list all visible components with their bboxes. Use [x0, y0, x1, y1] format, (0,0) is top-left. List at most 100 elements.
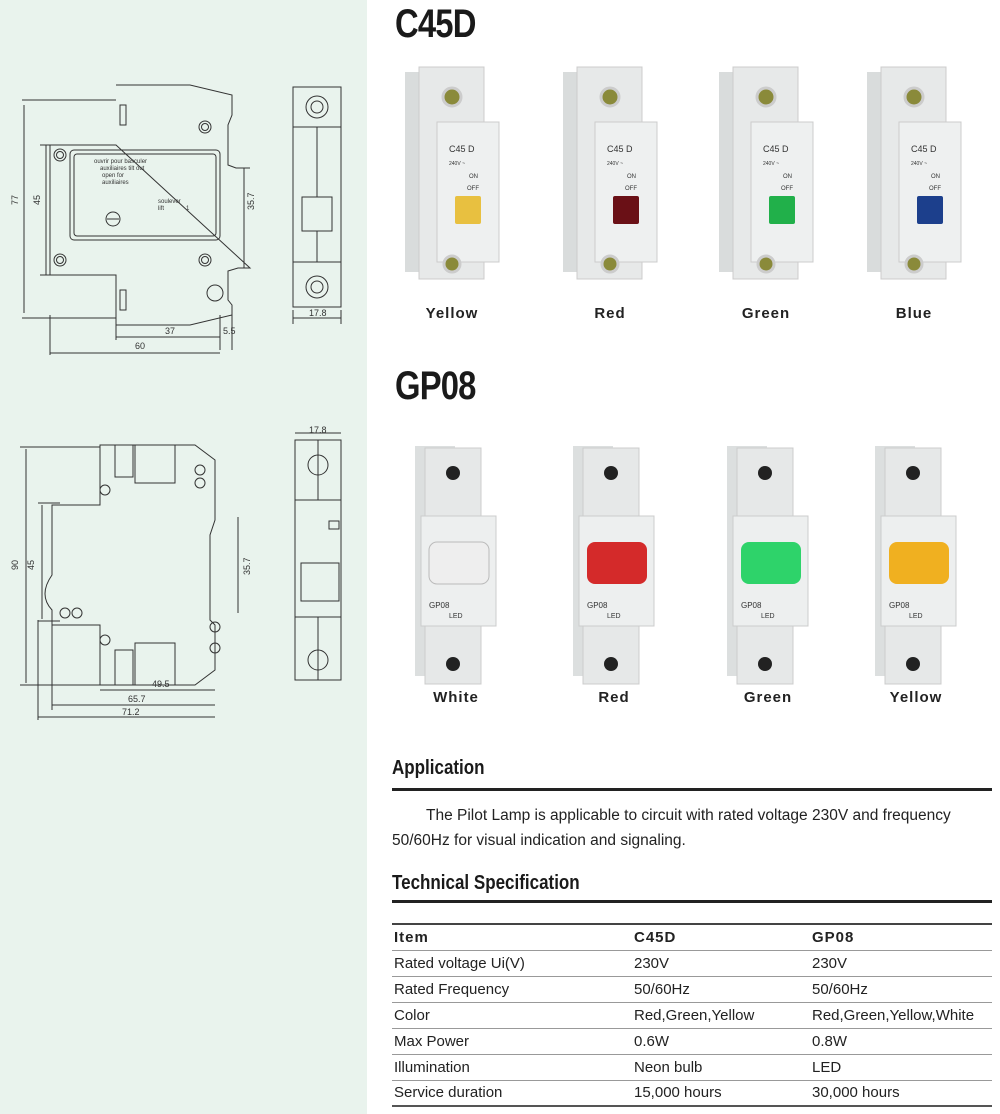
- product-label: Blue: [895, 305, 933, 322]
- spec-gp08-value: 50/60Hz: [810, 976, 992, 1003]
- model-title-gp08: GP08: [395, 364, 476, 408]
- product-c45d-blue: C45 D 240V ~ ON OFF Blue: [859, 62, 969, 322]
- product-c45d-green: C45 D 240V ~ ON OFF Green: [711, 62, 821, 322]
- spec-item: Max Power: [392, 1028, 632, 1055]
- spec-c45d-value: Neon bulb: [632, 1054, 810, 1081]
- table-row: Max Power 0.6W 0.8W: [392, 1028, 992, 1055]
- product-label: Green: [741, 305, 791, 322]
- svg-text:35.7: 35.7: [246, 192, 256, 210]
- product-label: Yellow: [425, 305, 479, 322]
- gp08-front-drawing: 90 45 35.7 49.5 65.7 71.2: [10, 435, 260, 725]
- svg-text:GP08: GP08: [587, 601, 608, 610]
- c45d-yellow-image: C45 D 240V ~ ON OFF: [405, 66, 500, 280]
- svg-text:OFF: OFF: [625, 186, 637, 192]
- spec-divider: [392, 900, 992, 903]
- svg-text:240V ~: 240V ~: [607, 161, 623, 167]
- gp08-red-image: GP08 LED: [573, 446, 655, 685]
- svg-text:71.2: 71.2: [122, 707, 140, 717]
- column-header: C45D: [632, 923, 810, 951]
- model-title-c45d: C45D: [395, 2, 476, 46]
- dimension-drawings-panel: 77 45 35.7 37 5.5 60 ouvrir pour bascule…: [0, 0, 367, 1114]
- gp08-green-image: GP08 LED: [727, 446, 809, 685]
- svg-text:17.8: 17.8: [309, 308, 327, 318]
- c45d-green-image: C45 D 240V ~ ON OFF: [719, 66, 814, 280]
- product-c45d-yellow: C45 D 240V ~ ON OFF Yellow: [397, 62, 507, 322]
- svg-text:ON: ON: [931, 174, 940, 180]
- svg-text:45: 45: [26, 560, 36, 570]
- spec-header-row: Item C45D GP08: [392, 923, 992, 951]
- product-c45d-red: C45 D 240V ~ ON OFF Red: [555, 62, 665, 322]
- svg-text:65.7: 65.7: [128, 694, 146, 704]
- spec-c45d-value: 50/60Hz: [632, 976, 810, 1003]
- c45d-blue-image: C45 D 240V ~ ON OFF: [867, 66, 962, 280]
- application-text-body: The Pilot Lamp is applicable to circuit …: [392, 807, 951, 849]
- svg-text:ON: ON: [783, 174, 792, 180]
- svg-text:GP08: GP08: [741, 601, 762, 610]
- svg-text:OFF: OFF: [467, 186, 479, 192]
- svg-text:240V ~: 240V ~: [911, 161, 927, 167]
- spec-item: Service duration: [392, 1080, 632, 1107]
- svg-text:GP08: GP08: [429, 601, 450, 610]
- product-label: Yellow: [889, 689, 943, 706]
- c45d-red-image: C45 D 240V ~ ON OFF: [563, 66, 658, 280]
- svg-text:C45 D: C45 D: [607, 144, 633, 154]
- svg-text:open for: open for: [102, 173, 124, 179]
- svg-text:auxiliaires: auxiliaires: [102, 180, 129, 186]
- spec-gp08-value: Red,Green,Yellow,White: [810, 1002, 992, 1029]
- svg-text:soulever: soulever: [158, 199, 181, 205]
- svg-text:90: 90: [10, 560, 20, 570]
- spec-gp08-value: 230V: [810, 950, 992, 977]
- application-heading: Application: [392, 757, 485, 779]
- svg-text:5.5: 5.5: [223, 326, 236, 336]
- product-label: Red: [594, 305, 626, 322]
- gp08-white-image: GP08 LED: [415, 446, 497, 685]
- spec-c45d-value: Red,Green,Yellow: [632, 1002, 810, 1029]
- product-label: Green: [743, 689, 793, 706]
- product-gp08-red: GP08 LED Red: [559, 446, 669, 706]
- svg-text:LED: LED: [449, 613, 463, 620]
- svg-text:C45 D: C45 D: [449, 144, 475, 154]
- table-row: Color Red,Green,Yellow Red,Green,Yellow,…: [392, 1002, 992, 1029]
- c45d-front-drawing: 77 45 35.7 37 5.5 60 ouvrir pour bascule…: [10, 75, 260, 355]
- svg-text:ON: ON: [469, 174, 478, 180]
- table-row: Illumination Neon bulb LED: [392, 1054, 992, 1081]
- gp08-yellow-image: GP08 LED: [875, 446, 957, 685]
- svg-text:LED: LED: [761, 613, 775, 620]
- product-label: White: [433, 689, 479, 706]
- spec-c45d-value: 0.6W: [632, 1028, 810, 1055]
- spec-table: Item C45D GP08 Rated voltage Ui(V) 230V …: [392, 923, 992, 1107]
- product-gp08-green: GP08 LED Green: [713, 446, 823, 706]
- c45d-product-row: C45 D 240V ~ ON OFF Yellow C45 D 240V ~ …: [367, 62, 1000, 322]
- column-header: GP08: [810, 923, 992, 951]
- product-label: Red: [598, 689, 630, 706]
- table-row: Rated voltage Ui(V) 230V 230V: [392, 950, 992, 977]
- table-row: Rated Frequency 50/60Hz 50/60Hz: [392, 976, 992, 1003]
- svg-text:OFF: OFF: [781, 186, 793, 192]
- svg-text:C45 D: C45 D: [763, 144, 789, 154]
- svg-text:77: 77: [10, 195, 20, 205]
- svg-text:35.7: 35.7: [242, 557, 252, 575]
- svg-text:17.8: 17.8: [309, 425, 327, 435]
- svg-text:1: 1: [186, 206, 190, 212]
- spec-gp08-value: 0.8W: [810, 1028, 992, 1055]
- svg-text:45: 45: [32, 195, 42, 205]
- spec-gp08-value: 30,000 hours: [810, 1080, 992, 1107]
- svg-text:GP08: GP08: [889, 601, 910, 610]
- svg-text:lift: lift: [158, 206, 164, 212]
- table-row: Service duration 15,000 hours 30,000 hou…: [392, 1080, 992, 1107]
- application-text: The Pilot Lamp is applicable to circuit …: [392, 803, 997, 853]
- product-gp08-white: GP08 LED White: [401, 446, 511, 706]
- svg-text:C45 D: C45 D: [911, 144, 937, 154]
- svg-text:OFF: OFF: [929, 186, 941, 192]
- c45d-side-drawing: 17.8: [285, 82, 355, 332]
- spec-item: Color: [392, 1002, 632, 1029]
- gp08-product-row: GP08 LED White GP08 LED Red GP08: [367, 446, 1000, 706]
- svg-text:ouvrir pour basculer: ouvrir pour basculer: [94, 159, 147, 165]
- svg-text:60: 60: [135, 341, 145, 351]
- spec-c45d-value: 230V: [632, 950, 810, 977]
- spec-heading: Technical Specification: [392, 872, 580, 894]
- spec-gp08-value: LED: [810, 1054, 992, 1081]
- column-header: Item: [392, 923, 632, 951]
- svg-text:240V ~: 240V ~: [763, 161, 779, 167]
- svg-text:LED: LED: [909, 613, 923, 620]
